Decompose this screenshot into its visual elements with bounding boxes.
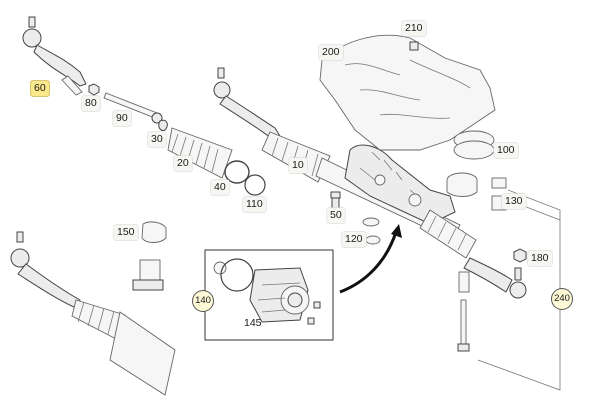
motor-detail-box bbox=[204, 249, 334, 341]
callout-210[interactable]: 210 bbox=[402, 21, 426, 36]
callout-100[interactable]: 100 bbox=[494, 143, 518, 158]
callout-10[interactable]: 10 bbox=[289, 158, 307, 173]
heat-shield-drawing bbox=[319, 34, 496, 151]
mounts-100-drawing bbox=[446, 130, 495, 197]
nut-180-drawing bbox=[513, 248, 527, 263]
callout-90[interactable]: 90 bbox=[113, 111, 131, 126]
callout-180[interactable]: 180 bbox=[528, 251, 552, 266]
nut-80-drawing bbox=[88, 83, 100, 96]
boot-20-drawing bbox=[167, 127, 233, 179]
clip-210-drawing bbox=[409, 41, 419, 51]
steering-rack-drawing bbox=[213, 67, 527, 299]
callout-130[interactable]: 130 bbox=[502, 194, 526, 209]
callout-20[interactable]: 20 bbox=[174, 156, 192, 171]
callout-80[interactable]: 80 bbox=[82, 96, 100, 111]
callout-240[interactable]: 240 bbox=[552, 289, 572, 309]
callout-200[interactable]: 200 bbox=[319, 45, 343, 60]
clip-30-drawing bbox=[158, 119, 168, 131]
callout-40[interactable]: 40 bbox=[211, 180, 229, 195]
callout-110[interactable]: 110 bbox=[243, 197, 266, 212]
washer-120a-drawing bbox=[362, 217, 380, 227]
callout-120[interactable]: 120 bbox=[342, 232, 366, 247]
arrow-head bbox=[391, 224, 402, 238]
callout-50[interactable]: 50 bbox=[327, 208, 345, 223]
screw-50-drawing bbox=[330, 191, 341, 209]
callout-60[interactable]: 60 bbox=[31, 81, 49, 96]
tie-rod-end-drawing bbox=[22, 16, 87, 96]
callout-150[interactable]: 150 bbox=[114, 225, 138, 240]
tie-rod-drawing bbox=[103, 92, 163, 124]
callout-30[interactable]: 30 bbox=[148, 132, 166, 147]
ring-110-drawing bbox=[244, 174, 266, 196]
bolt-240-drawing bbox=[457, 271, 470, 352]
callout-145[interactable]: 145 bbox=[244, 317, 262, 329]
assembly-arrow bbox=[339, 231, 398, 294]
washer-120b-drawing bbox=[365, 235, 381, 245]
ring-40-drawing bbox=[224, 160, 250, 184]
detail-view-drawing bbox=[10, 221, 176, 396]
callout-140[interactable]: 140 bbox=[193, 291, 213, 311]
